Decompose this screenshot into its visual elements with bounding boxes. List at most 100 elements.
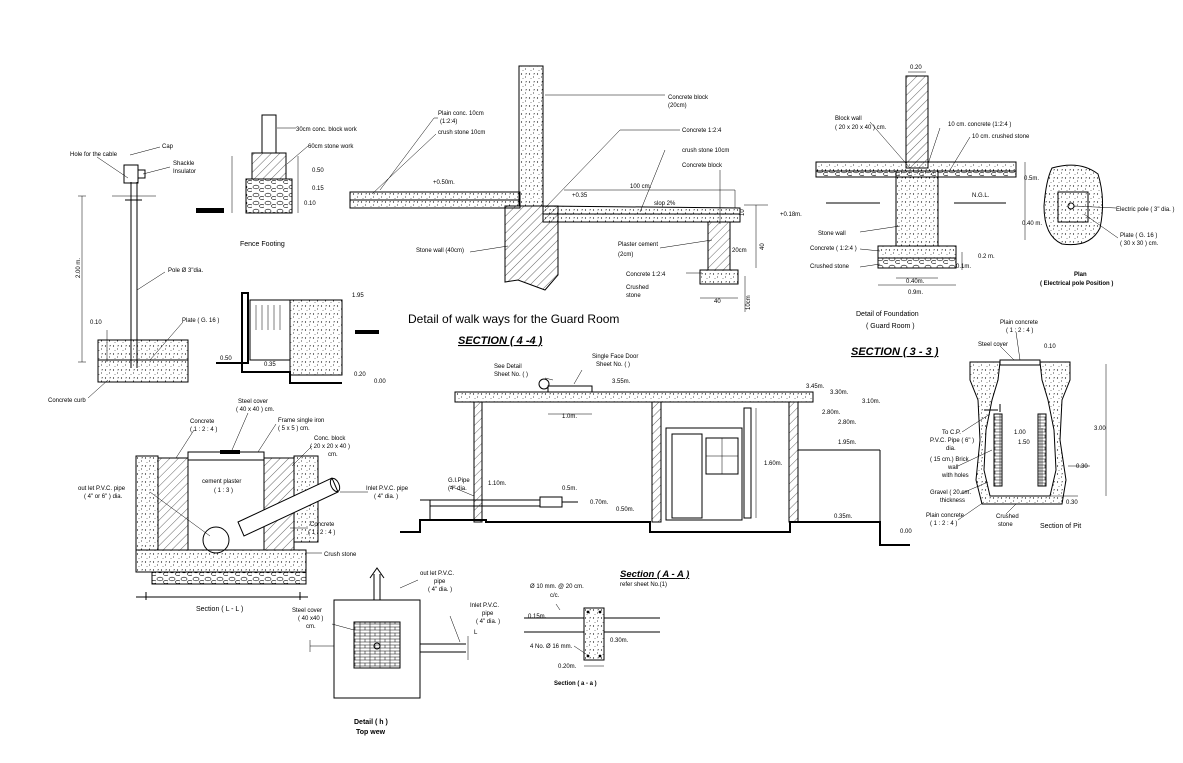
plan-pole-label: Electric pole ( 3" dia. ) [1116,207,1175,213]
fnd-crushed: 10 cm. crushed stone [972,134,1030,140]
mh-conc: Concrete [190,419,215,425]
s44-lvl-050: 0.50m. [616,507,635,513]
mh-steel: Steel cover [238,399,268,405]
walk-slop: slop 2% [654,201,676,207]
walk-crush2: crush stone 10cm [682,148,729,154]
saa-big-title: Section ( A - A ) [620,569,689,580]
pit-crushed-stone: stone [998,522,1013,528]
pit-plain: Plain concrete [1000,320,1039,326]
dh-title-1: Detail ( h ) [354,719,388,726]
pit-brick-holes: with holes [941,473,969,479]
fence-dim-015: 0.15 [312,186,324,192]
dh-steel-cm: cm. [306,624,316,630]
pole-detail: Cap Hole for the cable Shackle Insulator… [48,144,219,404]
s44-lvl-280a: 2.80m. [822,410,841,416]
fnd-d02: 0.2 m. [978,254,995,260]
gate-section: 1.95 0.50 0.35 0.20 0.00 [216,292,386,385]
foundation-detail: 0.20 Block wall ( 20 x 20 x 40 ) cm. 10 … [810,65,1042,330]
s44-lvl-345: 3.45m. [806,384,825,390]
gate-d195: 1.95 [352,293,364,299]
walk-plaster: Plaster cement [618,242,658,248]
plan-plate-label: Plate ( G. 16 ) [1120,233,1157,239]
mh-plaster-ratio: ( 1 : 3 ) [214,488,233,494]
pole-height-dim: 2.00 m. [76,258,82,278]
fnd-block-size: ( 20 x 20 x 40 ) cm. [835,125,887,131]
fnd-d040: 0.40 m. [1022,221,1042,227]
pit-brick: ( 15 cm.) Brick [930,457,970,463]
s44-see-detail: See Detail [494,364,522,370]
fence-stone-label: 60cm stone work [308,144,354,150]
fence-footing-title: Fence Footing [240,241,285,248]
s44-lvl-195: 1.95m. [838,440,857,446]
pole-curb-label: Concrete curb [48,398,86,404]
walk-d10cm: 10cm [746,295,752,310]
fnd-d05: 0.5m. [1024,176,1039,182]
pit-d030b: 0.30 [1066,500,1078,506]
mh-inlet-dia: ( 4" dia. ) [374,494,398,500]
fnd-d040b: 0.40m. [906,279,925,285]
mh-conc2: Concrete [310,522,335,528]
dh-inlet-dia: ( 4" dia. ) [476,619,500,625]
pit-title: Section of Pit [1040,523,1081,530]
manhole-section-ll: Concrete ( 1 : 2 : 4 ) Steel cover ( 40 … [78,399,409,613]
section-aa: Section ( A - A ) refer sheet No.(1) Ø 1… [524,569,689,687]
mh-crush: Crush stone [324,552,357,558]
dh-title-2: Top wew [356,729,386,736]
fnd-conc2: Concrete ( 1:2:4 ) [810,246,857,252]
saa-d020: 0.20m. [558,664,577,670]
pit-plain2-ratio: ( 1 : 2 : 4 ) [930,521,957,527]
fnd-ngl: N.G.L. [972,193,990,199]
fnd-d01: 0.1m. [956,264,971,270]
plan-title-2: ( Electrical pole Position ) [1040,281,1113,287]
s44-lvl-330: 3.30m. [830,390,849,396]
mh-block-cm: cm. [328,452,338,458]
walk-crushed-stone: stone [626,293,641,299]
pole-hole-label: Hole for the cable [70,152,118,158]
pit-gravel-thk: thickness [940,498,965,504]
s44-lvl-310: 3.10m. [862,399,881,405]
s44-lvl-035: 0.35m. [834,514,853,520]
detail-h-topview: out let P.V.C. pipe ( 4" dia. ) Inlet P.… [292,567,500,736]
pit-d010: 0.10 [1044,344,1056,350]
s44-lvl-280b: 2.80m. [838,420,857,426]
mh-frame: Frame single iron [278,418,324,424]
walk-plaster-thk: (2cm) [618,252,633,258]
walk-dim-100: 100 cm. [630,184,652,190]
walk-d40b: 40 [714,299,721,305]
pit-d030: 0.30 [1076,464,1088,470]
s44-lvl-070: 0.70m. [590,500,609,506]
saa-d015: 0.15m. [528,614,547,620]
mh-frame-size: ( 5 x 5 ) cm. [278,426,310,432]
mh-conc-ratio: ( 1 : 2 : 4 ) [190,427,217,433]
mh-steel-size: ( 40 x 40 ) cm. [236,407,275,413]
dh-outlet-dia: ( 4" dia. ) [428,587,452,593]
gate-d035: 0.35 [264,362,276,368]
pit-crushed: Crushed [996,514,1019,520]
mh-title: Section ( L - L ) [196,606,243,613]
s44-door: Single Face Door [592,354,638,360]
dh-steel-size: ( 40 x40 ) [298,616,323,622]
pit-brick-wall: wall [947,465,958,471]
s44-lvl-355: 3.55m. [612,379,631,385]
pole-insulator-label: Insulator [173,169,196,175]
saa-bars1b: c/c. [550,593,560,599]
walk-crush: crush stone 10cm [438,130,485,136]
section-33-title: SECTION ( 3 - 3 ) [851,346,939,358]
s44-lvl-110: 1.10m. [488,481,507,487]
walkway-detail: Plain conc. 10cm (1:2:4) crush stone 10c… [349,65,802,312]
s44-gi-dia: (4" dia. [448,486,467,492]
pit-d150: 1.50 [1018,440,1030,446]
saa-bars1: Ø 10 mm. @ 20 cm. [530,584,584,590]
gate-d050: 0.50 [220,356,232,362]
mh-outlet: out let P.V.C. pipe [78,486,126,492]
pole-dim-010: 0.10 [90,320,102,326]
walk-d20: 20cm [732,248,747,254]
walk-block-label: Concrete block [668,95,709,101]
pit-to-cp: To C.P. [942,430,961,436]
walk-lvl-018: +0.18m. [780,212,802,218]
s44-d100: 1.0m. [562,414,577,420]
gate-d020: 0.20 [354,372,366,378]
fnd-d09: 0.9m. [908,290,923,296]
fence-dim-050: 0.50 [312,168,324,174]
dh-inlet: Inlet P.V.C. [470,603,499,609]
